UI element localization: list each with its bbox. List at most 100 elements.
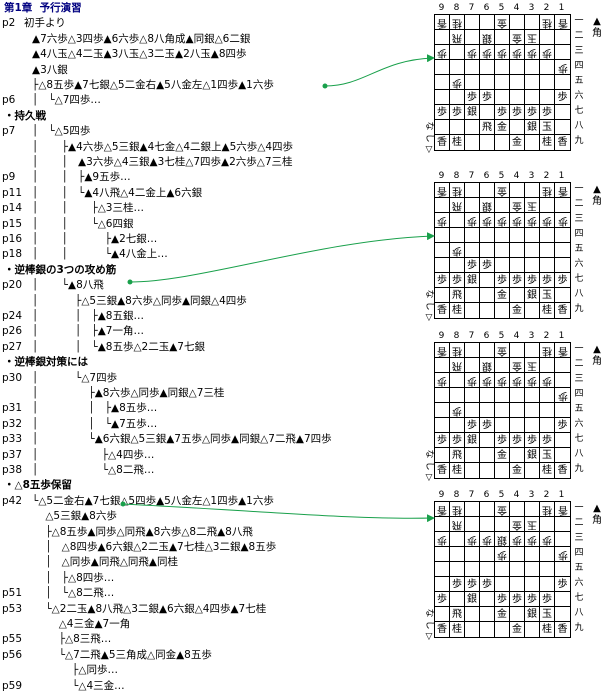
board-square: 歩 bbox=[555, 418, 570, 433]
board-square: 桂 bbox=[540, 463, 555, 478]
board-square: 桂 bbox=[540, 343, 555, 358]
tree-line: p18│ │ └▲4八金上… bbox=[0, 248, 420, 261]
board-square bbox=[465, 183, 480, 198]
tree-line: p16│ │ ├▲2七銀… bbox=[0, 233, 420, 246]
board-square: 金 bbox=[510, 622, 525, 637]
board-square bbox=[465, 388, 480, 403]
file-label: 5 bbox=[498, 331, 505, 341]
tree-line: p38│ └△8二飛… bbox=[0, 464, 420, 477]
shogi-piece: 金 bbox=[512, 465, 522, 476]
page-ref: p51 bbox=[2, 587, 23, 600]
shogi-piece: 歩 bbox=[557, 215, 568, 226]
tree-line: p32│ │ └▲7五歩… bbox=[0, 418, 420, 431]
board-square: 桂 bbox=[450, 502, 465, 517]
move-line: │ └▲8八飛 bbox=[32, 279, 104, 292]
board-square bbox=[450, 258, 465, 273]
shogi-piece: 銀 bbox=[482, 360, 492, 371]
shogi-piece: 歩 bbox=[452, 405, 462, 416]
hand-glyph: な bbox=[424, 449, 434, 459]
sente-hand: ▲角 bbox=[590, 16, 604, 40]
tree-line: p42└△5二金右▲7七銀△5四歩▲5八金左△1四歩▲1六歩 bbox=[0, 495, 420, 508]
shogi-piece: 香 bbox=[557, 137, 568, 148]
shogi-piece: 銀 bbox=[527, 290, 537, 301]
board-square: 香 bbox=[555, 303, 570, 318]
board-square bbox=[435, 243, 450, 258]
board-square bbox=[465, 303, 480, 318]
shogi-piece: 歩 bbox=[452, 107, 462, 118]
board-square bbox=[555, 358, 570, 373]
board-square bbox=[540, 562, 555, 577]
file-label: 5 bbox=[498, 490, 505, 500]
tree-line: ▲4八玉△4二玉▲3八玉△3二玉▲2八玉▲8四歩 bbox=[0, 48, 420, 61]
shogi-piece: 桂 bbox=[452, 17, 462, 28]
board-square: 飛 bbox=[450, 607, 465, 622]
tree-line: p33│ └▲6六銀△5三銀▲7五歩△同歩▲同銀△7二飛▲7四歩 bbox=[0, 433, 420, 446]
board-square bbox=[495, 135, 510, 150]
board-square bbox=[555, 433, 570, 448]
board-square: 歩 bbox=[510, 592, 525, 607]
tree-line: p6│ └△7四歩… bbox=[0, 94, 420, 107]
board-square: 歩 bbox=[435, 532, 450, 547]
board-square: 歩 bbox=[450, 433, 465, 448]
shogi-piece: 歩 bbox=[512, 594, 522, 605]
board-square bbox=[510, 607, 525, 622]
board-square bbox=[525, 135, 540, 150]
shogi-piece: 歩 bbox=[467, 375, 477, 386]
board-square: 歩 bbox=[465, 532, 480, 547]
file-label: 4 bbox=[513, 331, 520, 341]
board-square bbox=[465, 562, 480, 577]
shogi-piece: 飛 bbox=[452, 609, 462, 620]
board-square bbox=[525, 577, 540, 592]
board-square: 歩 bbox=[525, 45, 540, 60]
file-label: 5 bbox=[498, 171, 505, 181]
board-square bbox=[525, 622, 540, 637]
board-square: 歩 bbox=[555, 388, 570, 403]
shogi-piece: 金 bbox=[512, 137, 522, 148]
page-ref: p6 bbox=[2, 94, 16, 107]
move-line: │ └△8二飛… bbox=[32, 464, 155, 476]
board-square bbox=[525, 243, 540, 258]
file-label: 1 bbox=[558, 171, 565, 181]
shogi-piece: 銀 bbox=[467, 275, 477, 286]
board-square: 歩 bbox=[435, 45, 450, 60]
hand-glyph: し bbox=[424, 461, 434, 471]
board-square: 香 bbox=[555, 15, 570, 30]
board-square bbox=[465, 15, 480, 30]
board-square: 銀 bbox=[525, 607, 540, 622]
board-square bbox=[510, 15, 525, 30]
shogi-piece: 歩 bbox=[497, 47, 507, 58]
shogi-piece: 銀 bbox=[482, 32, 492, 43]
tree-line: p14│ │ ├△3三桂… bbox=[0, 202, 420, 215]
board-square bbox=[465, 463, 480, 478]
board-square bbox=[435, 90, 450, 105]
board-square bbox=[465, 607, 480, 622]
board-square: 香 bbox=[555, 502, 570, 517]
shogi-piece: 歩 bbox=[437, 435, 447, 446]
shogi-piece: 飛 bbox=[452, 360, 462, 371]
file-label: 5 bbox=[498, 3, 505, 13]
board-square: 銀 bbox=[480, 198, 495, 213]
shogi-piece: 歩 bbox=[467, 420, 477, 431]
rank-label: 七 bbox=[574, 434, 584, 444]
shogi-piece: 歩 bbox=[467, 92, 477, 103]
file-label: 4 bbox=[513, 3, 520, 13]
file-label: 7 bbox=[468, 3, 475, 13]
board-square: 歩 bbox=[495, 547, 510, 562]
move-line: │ ├▲4六歩△5三銀▲4七金△4二銀上▲5六歩△4四歩 bbox=[32, 140, 294, 153]
board-square bbox=[480, 105, 495, 120]
file-label: 1 bbox=[558, 490, 565, 500]
board-square: 歩 bbox=[450, 243, 465, 258]
board-square: 歩 bbox=[525, 213, 540, 228]
page-ref: p24 bbox=[2, 310, 23, 322]
shogi-piece: 歩 bbox=[482, 420, 492, 431]
tree-line: p37│ ├△4四歩… bbox=[0, 449, 420, 462]
shogi-piece: 歩 bbox=[557, 420, 568, 431]
shogi-piece: 桂 bbox=[542, 305, 552, 316]
board-square bbox=[480, 288, 495, 303]
board-square bbox=[495, 403, 510, 418]
board-square bbox=[465, 288, 480, 303]
page-ref: p59 bbox=[2, 679, 23, 692]
board-square bbox=[480, 15, 495, 30]
board-square: 桂 bbox=[540, 502, 555, 517]
shogi-piece: 歩 bbox=[542, 435, 552, 446]
